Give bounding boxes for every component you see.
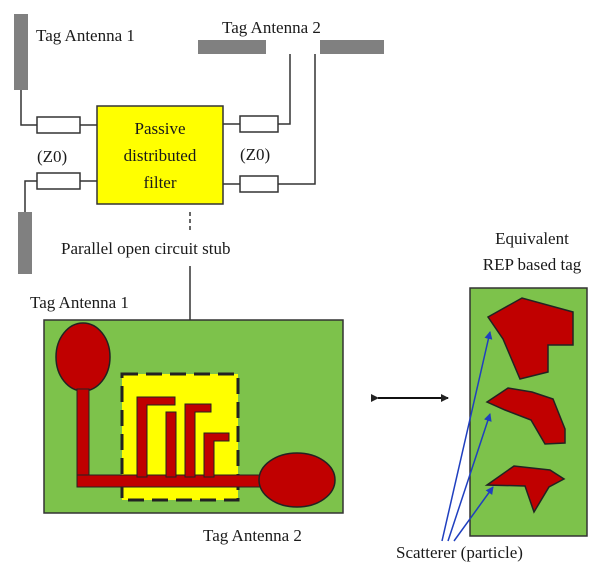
filter-label-line3: filter (143, 173, 176, 192)
z0-line-left-top (36, 116, 81, 134)
z0-line-right-bottom (239, 175, 279, 193)
antenna-2-patch (258, 452, 336, 508)
label-tag-antenna-1-bottom: Tag Antenna 1 (30, 293, 129, 312)
label-parallel-open-circuit-stub: Parallel open circuit stub (61, 239, 230, 258)
filter-label-line2: distributed (124, 146, 197, 165)
antenna-1-patch (55, 322, 111, 392)
stub-3 (184, 403, 212, 478)
label-scatterer-particle: Scatterer (particle) (396, 543, 523, 562)
label-z0-right: (Z0) (240, 145, 270, 164)
stub-1 (136, 396, 176, 478)
stub-4 (203, 432, 230, 478)
scatterer-particle-2 (485, 387, 566, 445)
antenna-1-upper-bar (14, 14, 28, 90)
z0-line-right-top (239, 115, 279, 133)
antenna-2-right-bar (320, 40, 384, 54)
label-rep-based-tag: REP based tag (483, 255, 582, 274)
label-tag-antenna-2-bottom: Tag Antenna 2 (203, 526, 302, 545)
label-tag-antenna-1-top: Tag Antenna 1 (36, 26, 135, 45)
label-z0-left: (Z0) (37, 147, 67, 166)
stub-2 (165, 411, 177, 478)
scatterer-particle-1 (486, 297, 574, 380)
z0-line-left-bottom (36, 172, 81, 190)
scatterer-particle-3 (484, 465, 566, 514)
passive-filter-box (96, 105, 224, 205)
antenna-1-feed (76, 388, 90, 478)
antenna-2-left-bar (198, 40, 266, 54)
label-equivalent: Equivalent (495, 229, 569, 248)
feed-wires (20, 54, 316, 212)
label-tag-antenna-2-top: Tag Antenna 2 (222, 18, 321, 37)
scatterer-pointer-arrows (441, 331, 494, 542)
antenna-1-lower-bar (18, 212, 32, 274)
filter-label-line1: Passive (135, 119, 186, 138)
